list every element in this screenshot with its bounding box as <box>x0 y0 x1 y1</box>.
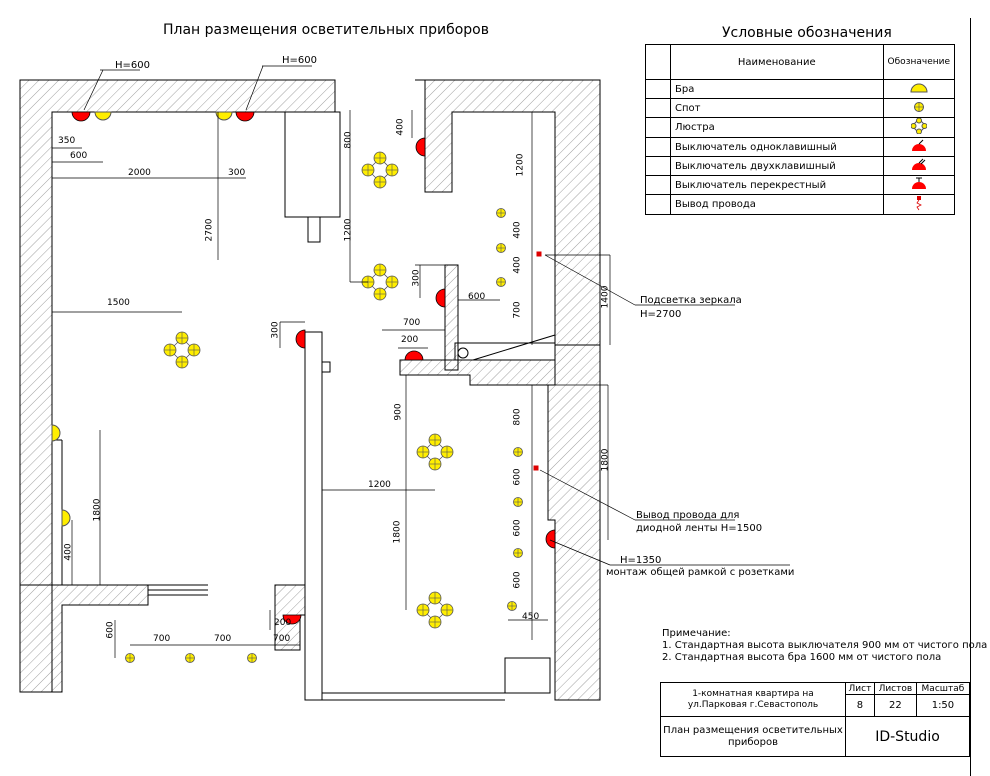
dim-label: 2000 <box>128 168 151 178</box>
dim-label: H=600 <box>282 55 317 66</box>
callout-strip-line2: диодной ленты H=1500 <box>636 523 763 534</box>
dim-label: 2700 <box>204 218 215 242</box>
callout-h1350: H=1350 <box>620 555 662 566</box>
legend-item-label: Бра <box>670 79 884 99</box>
dim-label: 300 <box>270 321 281 339</box>
note-1: 1. Стандартная высота выключателя 900 мм… <box>662 640 988 651</box>
dim-label: 700 <box>403 318 421 328</box>
sheets-count: 22 <box>873 694 917 717</box>
legend-header-name: Наименование <box>670 44 884 80</box>
wire-outlet-icon <box>916 196 922 211</box>
dim-label: 200 <box>274 618 292 628</box>
sconces <box>51 111 233 527</box>
dim-label: 1400 <box>600 285 611 309</box>
spots <box>125 208 523 663</box>
dim-label: 900 <box>393 403 404 421</box>
dim-label: 1800 <box>600 448 611 472</box>
dim-label: 200 <box>401 335 419 345</box>
dim-label: 400 <box>512 221 523 239</box>
sheet-number: 8 <box>845 694 875 717</box>
switch-double-icon <box>911 158 926 170</box>
spot-icon <box>913 101 924 112</box>
dim-label: 700 <box>273 634 291 644</box>
switch-single-icon <box>911 139 926 151</box>
note-2: 2. Стандартная высота бра 1600 мм от чис… <box>662 652 942 663</box>
sheets-label: Листов <box>873 682 917 695</box>
sheet-label: Лист <box>845 682 875 695</box>
dim-label: 700 <box>153 634 171 644</box>
dim-label: 600 <box>105 621 116 639</box>
dim-label: 700 <box>512 301 523 319</box>
studio-name: ID-Studio <box>845 716 970 757</box>
drawing-name: План размещения осветительных приборов <box>660 716 846 757</box>
legend-header-symbol: Обозначение <box>882 44 956 80</box>
dim-label: 1800 <box>392 520 403 544</box>
dim-label: 1500 <box>107 298 130 308</box>
dim-label: 600 <box>512 571 523 589</box>
callout-mirror-height: H=2700 <box>640 309 682 320</box>
dim-label: 300 <box>228 168 246 178</box>
wire-outlets <box>533 251 542 471</box>
legend-table: Наименование Обозначение Бра Спот Люстра… <box>645 44 956 215</box>
dim-label: 1200 <box>368 480 391 490</box>
scale-value: 1:50 <box>915 694 971 717</box>
dim-label: 400 <box>63 543 74 561</box>
callout-strip-line1: Вывод провода для <box>636 510 740 521</box>
legend-item-label: Выключатель перекрестный <box>670 175 884 195</box>
legend-item-label: Выключатель двухклавишный <box>670 156 884 176</box>
legend-item-label: Люстра <box>670 117 884 138</box>
title-block: 1-комнатная квартира на ул.Парковая г.Се… <box>660 682 971 757</box>
dim-label: 600 <box>512 519 523 537</box>
dim-label: 600 <box>512 468 523 486</box>
dim-label: 800 <box>343 131 354 149</box>
dim-label: 600 <box>70 151 88 161</box>
chandelier-icon <box>910 117 928 135</box>
legend-title: Условные обозначения <box>722 25 892 41</box>
dim-label: 1200 <box>515 153 526 177</box>
dim-label: 1200 <box>343 218 354 242</box>
plan-title: План размещения осветительных приборов <box>163 22 489 38</box>
callout-frame: монтаж общей рамкой с розетками <box>606 567 795 578</box>
dim-label: H=600 <box>115 60 150 71</box>
dim-label: 800 <box>512 408 523 426</box>
dim-label: 1800 <box>92 498 103 522</box>
project-name: 1-комнатная квартира на ул.Парковая г.Се… <box>660 682 846 717</box>
switch-cross-icon <box>911 177 926 189</box>
notes-title: Примечание: <box>662 628 731 639</box>
dim-label: 400 <box>395 118 406 136</box>
switches <box>71 111 556 625</box>
dim-label: 450 <box>522 612 540 622</box>
dim-label: 700 <box>214 634 232 644</box>
dim-label: 600 <box>468 292 486 302</box>
callout-mirror: Подсветка зеркала <box>640 295 742 306</box>
dimension-lines <box>52 65 790 658</box>
frame-border <box>970 18 971 776</box>
legend-item-label: Вывод провода <box>670 194 884 215</box>
scale-label: Масштаб <box>915 682 971 695</box>
sconce-icon <box>910 83 928 92</box>
dim-label: 400 <box>512 256 523 274</box>
dim-label: 350 <box>58 136 76 146</box>
dim-label: 300 <box>411 269 422 287</box>
legend-item-label: Выключатель одноклавишный <box>670 137 884 157</box>
legend-item-label: Спот <box>670 98 884 118</box>
